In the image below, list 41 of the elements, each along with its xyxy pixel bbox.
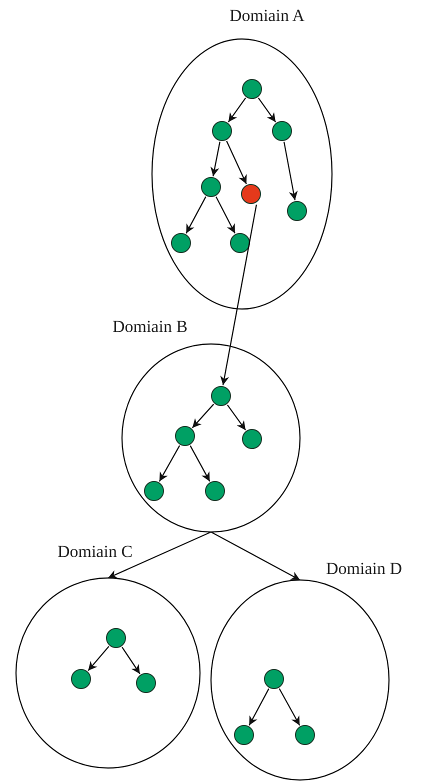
domain-label: Domiain A bbox=[228, 6, 306, 26]
tree-node-circle bbox=[71, 669, 91, 689]
tree-node-circle bbox=[234, 725, 254, 745]
arrow bbox=[278, 688, 300, 726]
arrow bbox=[226, 140, 247, 184]
tree-node-circle bbox=[201, 177, 221, 197]
tree-node-circle bbox=[212, 121, 232, 141]
arrow bbox=[210, 531, 300, 581]
arrow bbox=[122, 646, 140, 674]
tree-node-circle bbox=[272, 121, 292, 141]
domain-label: Domiain D bbox=[324, 559, 404, 579]
arrow bbox=[258, 98, 276, 122]
domain-label: Domiain B bbox=[111, 317, 189, 337]
tree-node-circle bbox=[211, 386, 231, 406]
arrow bbox=[210, 142, 220, 176]
tree-node-circle bbox=[144, 481, 164, 501]
tree-node-circle bbox=[295, 725, 315, 745]
arrow bbox=[108, 531, 212, 579]
tree-node-circle bbox=[136, 673, 156, 693]
arrow bbox=[186, 196, 206, 234]
arrow bbox=[216, 196, 236, 234]
tree-node-circle bbox=[241, 184, 261, 204]
tree-node-circle bbox=[205, 481, 225, 501]
domain-label: Domiain C bbox=[56, 542, 134, 562]
tree-node-circle bbox=[287, 201, 307, 221]
tree-node-circle bbox=[242, 429, 262, 449]
tree-node-circle bbox=[264, 669, 284, 689]
tree-node-circle bbox=[106, 628, 126, 648]
arrow bbox=[158, 445, 180, 482]
tree-node-circle bbox=[230, 233, 250, 253]
arrow bbox=[248, 688, 270, 726]
arrow bbox=[226, 404, 246, 430]
arrow bbox=[88, 646, 110, 672]
arrow bbox=[228, 98, 246, 122]
tree-node-circle bbox=[171, 233, 191, 253]
tree-node-circle bbox=[175, 426, 195, 446]
arrow bbox=[190, 445, 210, 482]
arrow bbox=[283, 142, 298, 200]
arrow bbox=[192, 404, 214, 428]
tree-node-circle bbox=[242, 79, 262, 99]
arrow bbox=[220, 204, 258, 386]
